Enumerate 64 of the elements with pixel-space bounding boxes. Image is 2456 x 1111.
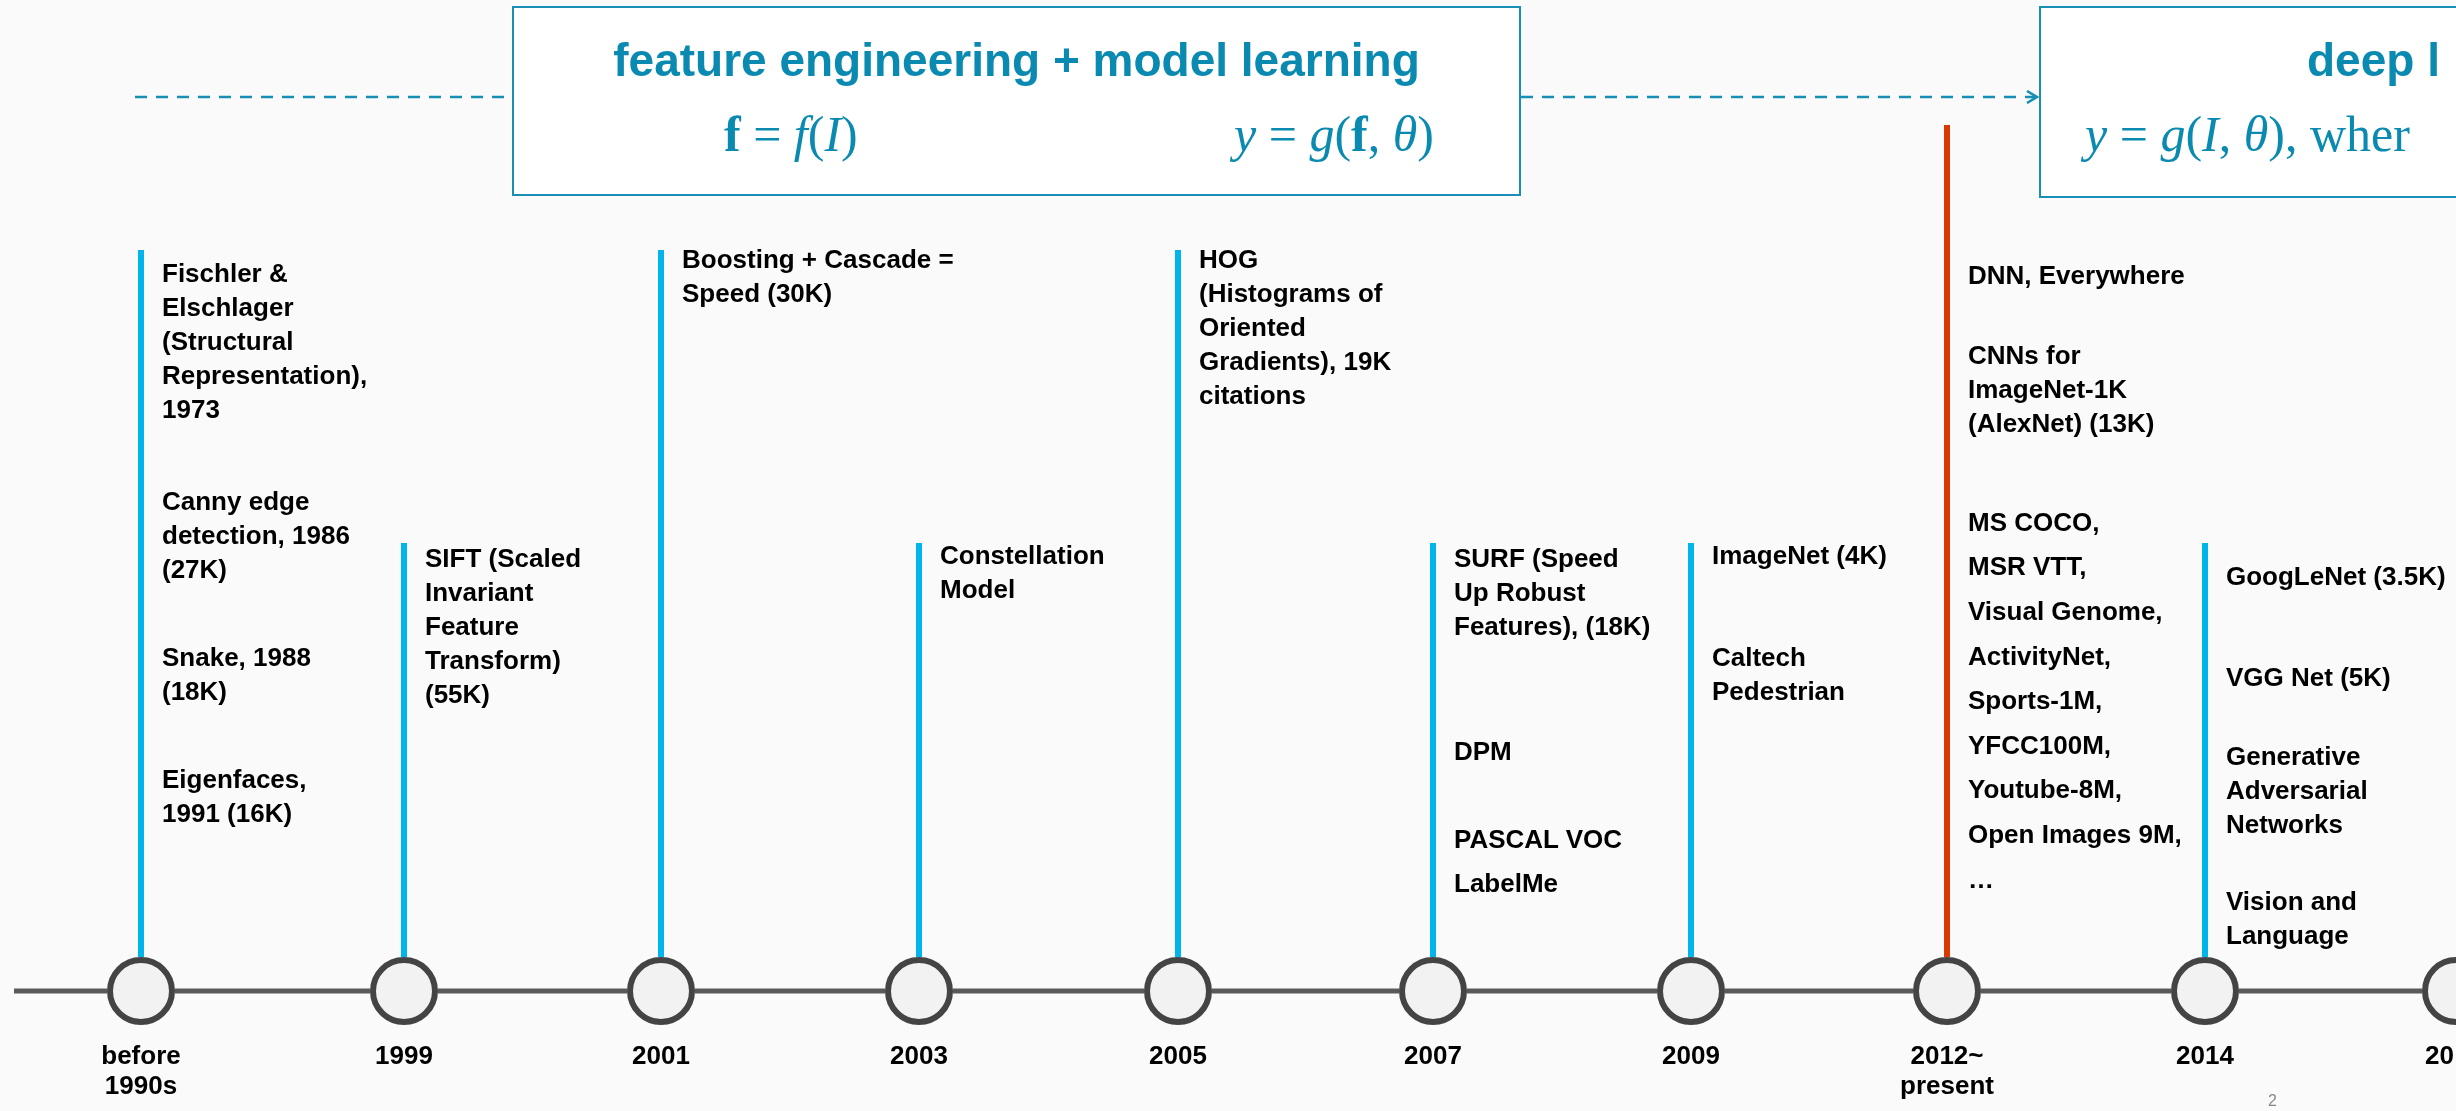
milestone-text: Sports-1M,	[1968, 684, 2104, 717]
timeline-line	[1725, 988, 1913, 994]
milestone-text: Constellation Model	[940, 539, 1106, 606]
timeline-line	[175, 988, 370, 994]
timeline-line	[14, 988, 107, 994]
milestone-text: Generative Adversarial Networks	[2226, 740, 2369, 841]
milestone-text: DPM	[1454, 735, 1513, 768]
year-label: 2009	[1661, 1040, 1721, 1070]
milestone-text: Caltech Pedestrian	[1712, 641, 1846, 708]
timeline-line	[1981, 988, 2171, 994]
milestone-text: GoogLeNet (3.5K)	[2226, 560, 2446, 593]
milestone-text: VGG Net (5K)	[2226, 661, 2392, 694]
milestone-text: Boosting + Cascade = Speed (30K)	[682, 243, 955, 310]
stage-box	[2039, 6, 2456, 198]
year-label: 2012~ present	[1899, 1040, 1995, 1100]
milestone-text: DNN, Everywhere	[1968, 259, 2186, 292]
milestone-line	[1688, 543, 1694, 957]
milestone-text: Canny edge detection, 1986 (27K)	[162, 485, 351, 586]
year-label: 2001	[631, 1040, 691, 1070]
timeline-line	[2239, 988, 2422, 994]
stage-box	[512, 6, 1521, 196]
milestone-line	[658, 250, 664, 957]
milestone-text: ActivityNet,	[1968, 640, 2113, 673]
milestone-text: SIFT (Scaled Invariant Feature Transform) (55K)	[425, 542, 583, 711]
milestone-text: Vision and Language	[2226, 885, 2358, 952]
milestone-line	[1175, 250, 1181, 957]
milestone-text: CNNs for ImageNet-1K (AlexNet) (13K)	[1968, 339, 2156, 440]
milestone-text: Snake, 1988 (18K)	[162, 641, 312, 708]
milestone-text: Youtube-8M,	[1968, 773, 2124, 806]
milestone-text: …	[1968, 863, 1995, 896]
year-label: 2007	[1403, 1040, 1463, 1070]
year-label: 1999	[374, 1040, 434, 1070]
milestone-line	[916, 543, 922, 957]
milestone-text: HOG (Histograms of Oriented Gradients), 19K citations	[1199, 243, 1393, 412]
milestone-text: LabelMe	[1454, 867, 1560, 900]
year-label: before 1990s	[100, 1040, 182, 1100]
milestone-text: MS COCO,	[1968, 506, 2101, 539]
dashed-arrow	[1521, 89, 2039, 105]
formula: f = f(I)	[724, 105, 858, 164]
milestone-text: MSR VTT,	[1968, 550, 2088, 583]
year-label: 2005	[1148, 1040, 1208, 1070]
milestone-text: PASCAL VOC	[1454, 823, 1624, 856]
year-label: 2014	[2175, 1040, 2235, 1070]
year-label: 2003	[889, 1040, 949, 1070]
milestone-text: Eigenfaces, 1991 (16K)	[162, 763, 308, 830]
stage-heading: deep l	[2307, 33, 2440, 88]
year-label: 20	[2425, 1040, 2454, 1070]
milestone-text: Visual Genome,	[1968, 595, 2164, 628]
milestone-text: Open Images 9M,	[1968, 818, 2183, 851]
milestone-line	[2202, 543, 2208, 957]
timeline-line	[1212, 988, 1399, 994]
milestone-line	[401, 543, 407, 957]
milestone-line	[1944, 252, 1950, 957]
timeline-line	[438, 988, 627, 994]
timeline-line	[953, 988, 1144, 994]
timeline-line	[695, 988, 885, 994]
milestone-text: ImageNet (4K)	[1712, 539, 1888, 572]
milestone-text: YFCC100M,	[1968, 729, 2113, 762]
milestone-text: SURF (Speed Up Robust Features), (18K)	[1454, 542, 1652, 643]
stage-heading: feature engineering + model learning	[612, 33, 1421, 88]
milestone-line	[138, 250, 144, 957]
page-number: 2	[2268, 1092, 2277, 1110]
milestone-line	[1430, 543, 1436, 957]
timeline-line	[1467, 988, 1657, 994]
